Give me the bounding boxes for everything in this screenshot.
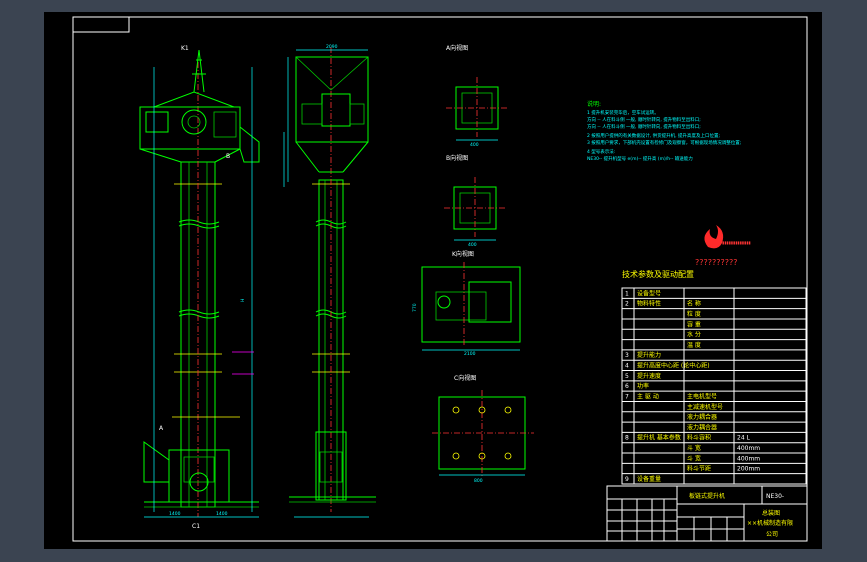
- drawing-canvas[interactable]: K1 B A C1 1400 1400 H: [44, 12, 822, 549]
- front-dim-bottom-2: 1400: [216, 511, 228, 517]
- tech-cell-no: 6: [625, 383, 629, 390]
- view-a: A向视图 400: [446, 44, 509, 148]
- view-k-dim-w: 2100: [464, 351, 476, 357]
- title-block: 板链式提升机 NE30- 总装图 ××机械制造有限 公司: [606, 485, 808, 542]
- side-boot: [315, 431, 347, 501]
- view-b-dim: 400: [468, 242, 477, 248]
- tech-table: 技术参数及驱动配置 1 设备型号 2 物料特性 名 称粒 度容 重水 分温 度 3 提升能力…: [621, 269, 807, 485]
- view-k: K向视图 2100 770: [412, 250, 521, 357]
- notes-line-1: 方向 -- 人在料斗侧 一般, 顺时针转向, 提升物料至出料口;: [587, 116, 701, 123]
- notes-line-4: 3 按照用户要求，下部机壳设置有检修门及观察窗，可根据现场情况调整位置;: [587, 139, 741, 146]
- notes-line-2: 方向 -- 人在料斗侧 一般, 顺时针转向, 提升物料至出料口;: [587, 123, 701, 130]
- company-line-2: ××机械制造有限: [747, 519, 793, 527]
- tech-cell-group: 提升机 基本参数: [637, 434, 681, 442]
- tech-cell-value: 400mm: [737, 455, 760, 462]
- tech-cell-no: 4: [625, 363, 629, 370]
- view-c: C向视图 800: [432, 374, 534, 484]
- view-a-dim: 400: [470, 142, 479, 148]
- label-b-front: B: [226, 153, 230, 160]
- tech-cell-no: 9: [625, 476, 629, 483]
- tech-cell-item: 容 重: [687, 320, 701, 328]
- view-b: B向视图 400: [444, 154, 506, 248]
- corner-code-box: [72, 16, 130, 33]
- tech-cell-group: 主 驱 动: [637, 392, 659, 400]
- notes-line-3: 2 按照用户提供的有关数据设计, 供货提升机, 提升高度及上口位置;: [587, 132, 720, 139]
- side-head-frame: [295, 56, 369, 143]
- tech-cell-group: 设备型号: [637, 289, 661, 297]
- front-break-mid: [178, 309, 220, 319]
- tech-cell-no: 7: [625, 393, 629, 400]
- tech-cell-group: 物料特性: [637, 300, 661, 308]
- tech-cell-item: 水 分: [687, 331, 701, 339]
- view-k-title: K向视图: [452, 250, 474, 258]
- tech-cell-group: 提升速度: [637, 372, 661, 380]
- view-b-title: B向视图: [446, 154, 468, 162]
- tech-cell-no: 8: [625, 435, 629, 442]
- tech-cell-no: 3: [625, 352, 629, 359]
- tech-cell-item: 液力耦合器: [687, 413, 717, 421]
- tech-table-title: 技术参数及驱动配置: [622, 269, 694, 279]
- drawing-name: 板链式提升机: [689, 492, 725, 500]
- tech-cell-item: 液力耦合器: [687, 423, 717, 431]
- company-logo: ▮▮▮▮▮▮▮▮▮▮▮▮▮ ??????????: [695, 225, 751, 267]
- front-dim-height: H: [240, 299, 246, 302]
- tech-cell-item: 主电机型号: [687, 392, 717, 400]
- notes-line-6: NE30-- 提升机型号 e(m)-- 提升高 (m)/h-- 输送能力: [587, 155, 693, 162]
- view-c-title: C向视图: [454, 374, 476, 382]
- tech-cell-item: 粒 度: [687, 310, 701, 318]
- tech-cell-no: 1: [625, 290, 629, 297]
- tech-cell-value: 400mm: [737, 445, 760, 452]
- notes-line-5: 4 型号表示法:: [587, 148, 615, 155]
- tech-cell-item: 斗 宽: [687, 444, 701, 452]
- view-a-title: A向视图: [446, 44, 468, 52]
- cad-viewport[interactable]: K1 B A C1 1400 1400 H: [44, 12, 822, 549]
- tech-cell-value: 24 L: [737, 435, 751, 442]
- label-a-front: A: [159, 425, 164, 432]
- tech-cell-item: 主减速机型号: [687, 403, 723, 411]
- view-c-dim: 800: [474, 478, 483, 484]
- side-dim-top: 2090: [326, 44, 338, 50]
- notes-line-0: 1 提升机安装完毕后，空车试运转。: [587, 109, 659, 116]
- tech-cell-item: 温 度: [687, 341, 701, 349]
- front-view: K1 B A C1 1400 1400 H: [139, 45, 260, 530]
- tech-cell-item: 斗 宽: [687, 454, 701, 462]
- tech-cell-value: 200mm: [737, 466, 760, 473]
- tech-cell-item: 料斗容积: [687, 434, 711, 442]
- front-dim-bottom-1: 1400: [169, 511, 181, 517]
- tech-cell-no: 2: [625, 301, 629, 308]
- tech-cell-no: 5: [625, 373, 629, 380]
- tech-cell-group: 提升高度中心距 (轮中心距): [637, 362, 710, 370]
- logo-text: ??????????: [695, 258, 737, 267]
- tech-cell-group: 提升能力: [637, 351, 661, 359]
- front-boot-housing: [168, 449, 230, 503]
- front-top-spire: [192, 49, 206, 93]
- side-view: 2090: [283, 44, 376, 518]
- front-head-housing: [139, 106, 241, 150]
- tech-cell-group: 设备重量: [637, 475, 661, 483]
- notes-title: 说明:: [587, 100, 601, 108]
- view-k-outline: [421, 266, 521, 343]
- label-k1: K1: [181, 45, 189, 52]
- company-line-3: 公司: [766, 531, 778, 538]
- drawing-code: NE30-: [766, 493, 784, 500]
- tech-cell-group: 功率: [637, 382, 649, 390]
- label-c1: C1: [192, 523, 200, 530]
- tech-cell-item: 料斗节距: [687, 465, 711, 473]
- tech-cell-item: 名 称: [687, 300, 701, 308]
- svg-text:▮▮▮▮▮▮▮▮▮▮▮▮▮: ▮▮▮▮▮▮▮▮▮▮▮▮▮: [722, 240, 751, 245]
- view-k-dim-h: 770: [412, 303, 418, 312]
- drawing-border: [72, 16, 808, 542]
- front-feed-inlet: [143, 441, 170, 483]
- front-break-top: [178, 219, 220, 229]
- company-line-1: 总装图: [762, 509, 780, 517]
- notes-block: 说明: 1 提升机安装完毕后，空车试运转。 方向 -- 人在料斗侧 一般, 顺时…: [587, 100, 741, 162]
